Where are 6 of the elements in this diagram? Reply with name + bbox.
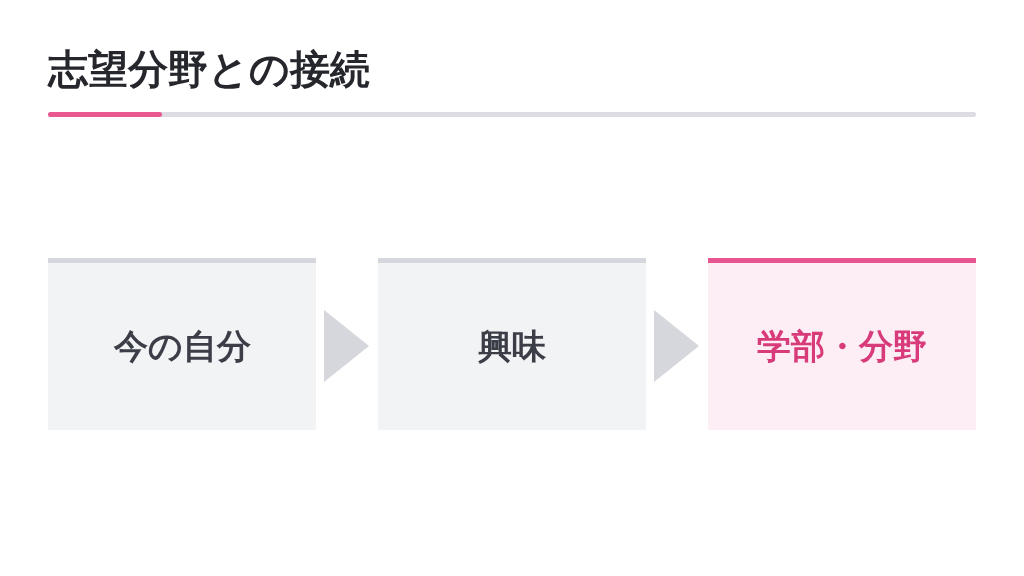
arrow: [324, 310, 369, 382]
process-box: 学部・分野: [708, 258, 976, 430]
title: 志望分野との接続: [48, 45, 370, 94]
process-box: 今の自分: [48, 258, 316, 430]
arrow: [654, 310, 699, 382]
process-box: 興味: [378, 258, 646, 430]
